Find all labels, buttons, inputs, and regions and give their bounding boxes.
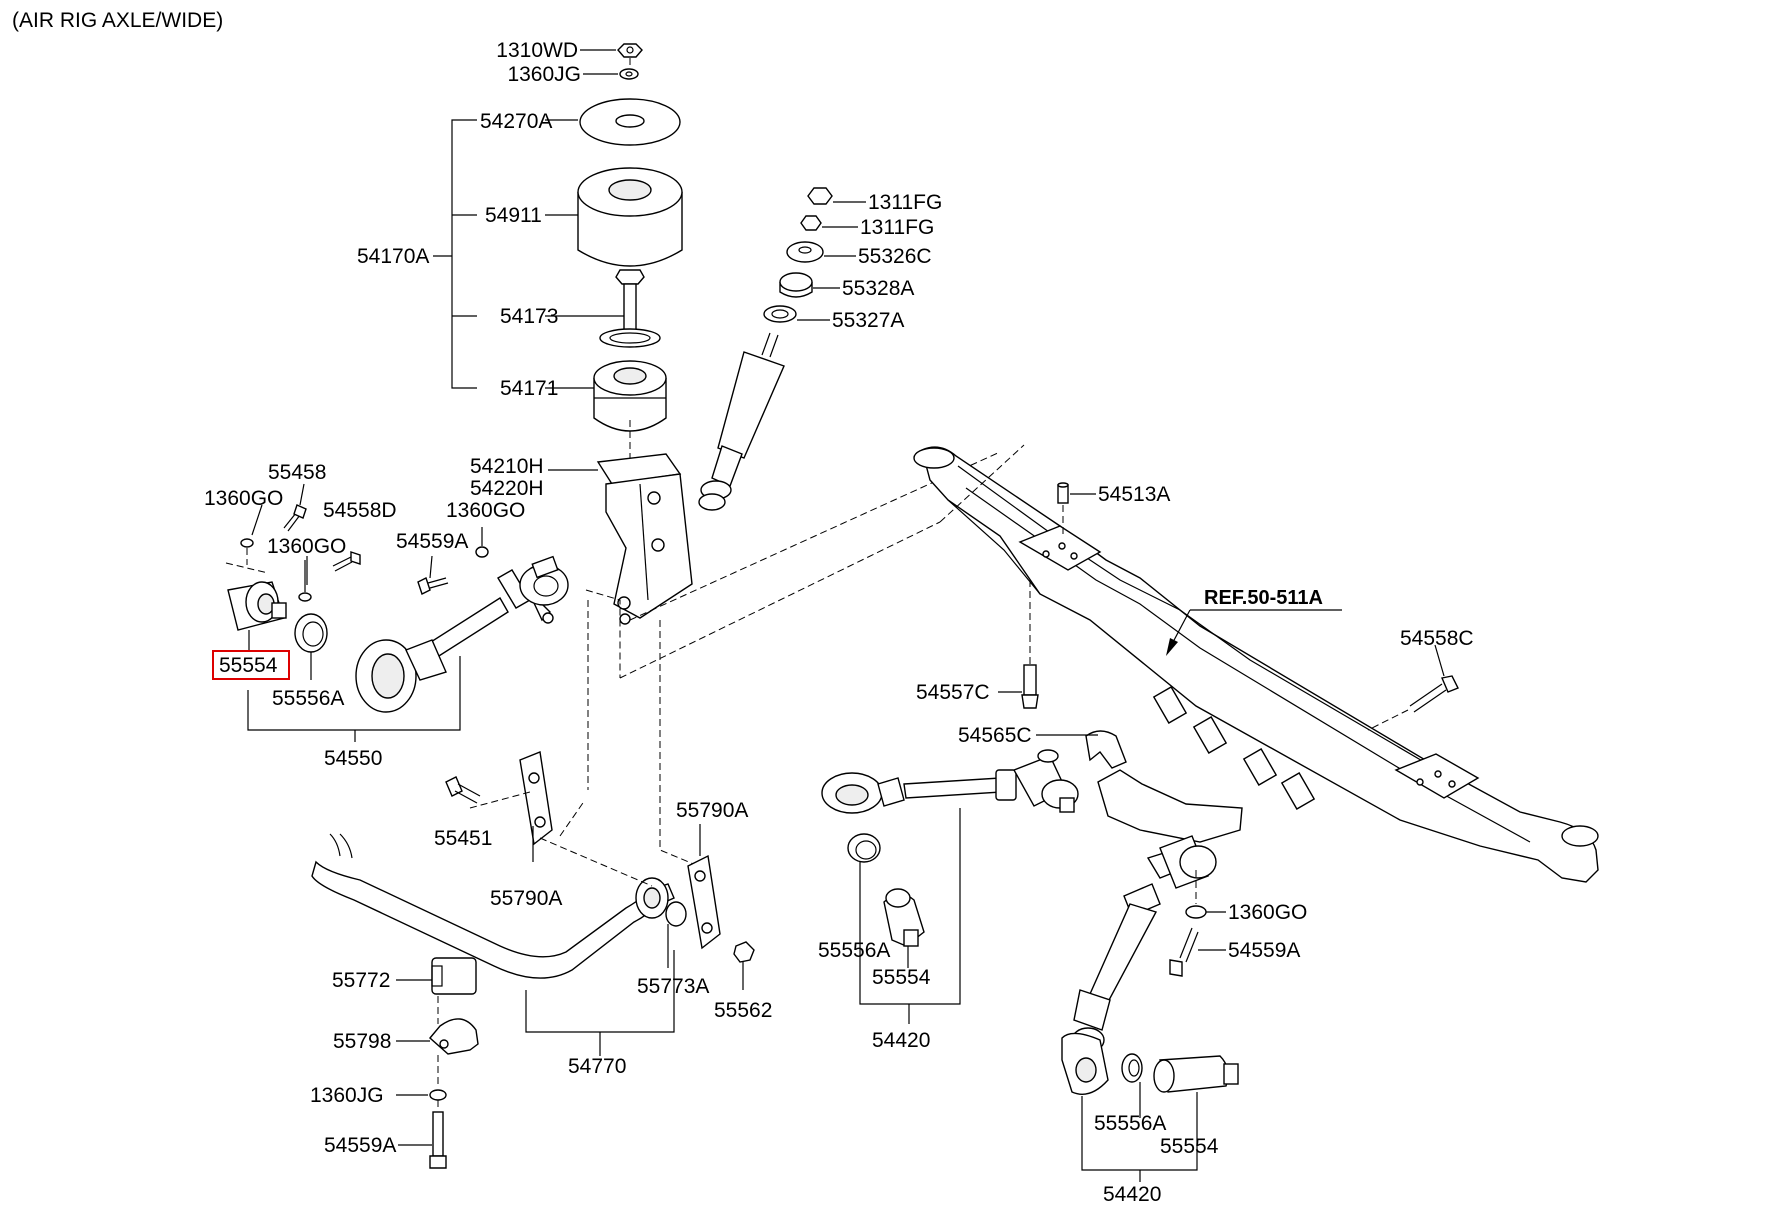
label-55554-mid: 55554: [872, 966, 931, 989]
nut-1311fg-b[interactable]: [800, 215, 822, 231]
bushing-55328a[interactable]: [779, 272, 813, 298]
bolt-54173[interactable]: [599, 269, 661, 348]
bolt-54557c[interactable]: [1021, 664, 1039, 709]
label-55556a-mid: 55556A: [818, 939, 890, 962]
label-1360go-d: 1360GO: [1228, 901, 1307, 924]
shock-absorber[interactable]: [698, 332, 785, 511]
label-54550: 54550: [324, 747, 382, 770]
label-54420-b: 54420: [1103, 1183, 1161, 1206]
label-54770: 54770: [568, 1055, 626, 1078]
bushing-55773a[interactable]: [665, 901, 687, 927]
label-54170a: 54170A: [357, 245, 429, 268]
label-1311fg-a: 1311FG: [868, 191, 942, 214]
label-55326c: 55326C: [858, 245, 932, 268]
label-55451: 55451: [434, 827, 492, 850]
label-54557c: 54557C: [916, 681, 990, 704]
bolt-54559a-a[interactable]: [417, 577, 449, 595]
label-55327a: 55327A: [832, 309, 904, 332]
label-55556a-right: 55556A: [1094, 1112, 1166, 1135]
axle-beam: [913, 446, 1599, 883]
nut-55562[interactable]: [733, 941, 755, 963]
bolt-54558c[interactable]: [1409, 675, 1459, 713]
label-1360jg-bottom: 1360JG: [310, 1084, 384, 1107]
bushing-55772[interactable]: [431, 957, 477, 995]
label-1310wd: 1310WD: [496, 39, 578, 62]
bracket-54565c[interactable]: [1085, 730, 1243, 843]
label-54171: 54171: [500, 377, 558, 400]
label-55562: 55562: [714, 999, 772, 1022]
label-1360jg-top: 1360JG: [507, 63, 581, 86]
label-54558c: 54558C: [1400, 627, 1474, 650]
link-plate-55790a-a[interactable]: [519, 751, 553, 846]
seal-55556a-right[interactable]: [1121, 1053, 1143, 1083]
label-55554-left: 55554: [219, 654, 278, 677]
label-54220h: 54220H: [470, 477, 544, 500]
nut-1311fg-a[interactable]: [807, 187, 833, 205]
highlight-box-55554[interactable]: [212, 650, 290, 680]
nut-1310wd[interactable]: [617, 43, 643, 58]
bushing-55554-left[interactable]: [227, 581, 287, 631]
label-54559a-a: 54559A: [396, 530, 468, 553]
label-55554-right: 55554: [1160, 1135, 1219, 1158]
link-plate-55790a-b[interactable]: [687, 854, 721, 950]
control-rod-54550[interactable]: [355, 555, 569, 713]
label-1360go-c: 1360GO: [446, 499, 525, 522]
sway-bar-54770[interactable]: [311, 833, 675, 979]
bolt-54559a-c[interactable]: [429, 1111, 447, 1169]
seal-55556a-left[interactable]: [294, 613, 328, 653]
washer-1360go-d[interactable]: [1185, 905, 1207, 919]
washer-1360go-a[interactable]: [240, 538, 254, 548]
label-54513a: 54513A: [1098, 483, 1170, 506]
bolt-55458[interactable]: [283, 504, 307, 532]
bushing-54911[interactable]: [577, 167, 683, 267]
label-54559a-c: 54559A: [324, 1134, 396, 1157]
washer-1360go-c[interactable]: [475, 546, 489, 558]
ref-arrow: [1166, 609, 1191, 656]
washer-plate-54270a[interactable]: [579, 98, 681, 146]
label-1360go-b: 1360GO: [267, 535, 346, 558]
washer-1360jg-top[interactable]: [619, 68, 639, 80]
washer-55326c[interactable]: [786, 241, 824, 263]
label-55790a-a: 55790A: [490, 887, 562, 910]
label-55790a-b: 55790A: [676, 799, 748, 822]
label-55556a-left: 55556A: [272, 687, 344, 710]
washer-1360jg-bottom[interactable]: [429, 1089, 447, 1101]
label-55773a: 55773A: [637, 975, 709, 998]
pin-54513a[interactable]: [1057, 482, 1069, 504]
washer-55327a[interactable]: [763, 305, 797, 323]
label-55328a: 55328A: [842, 277, 914, 300]
bolt-54558d[interactable]: [332, 551, 361, 572]
label-54173: 54173: [500, 305, 558, 328]
label-54565c: 54565C: [958, 724, 1032, 747]
diagram-title: (AIR RIG AXLE/WIDE): [12, 9, 223, 32]
control-arm-54420-b[interactable]: [1061, 835, 1217, 1095]
label-54210h: 54210H: [470, 455, 544, 478]
label-54559a-b: 54559A: [1228, 939, 1300, 962]
bolt-54559a-b[interactable]: [1169, 927, 1199, 977]
label-54558d: 54558D: [323, 499, 397, 522]
label-1311fg-b: 1311FG: [860, 216, 934, 239]
label-54911: 54911: [485, 204, 542, 227]
bushing-55554-mid[interactable]: [883, 888, 925, 947]
clamp-55798[interactable]: [429, 1018, 479, 1055]
control-arm-54420-a[interactable]: [821, 749, 1079, 814]
bracket-54210h[interactable]: [596, 453, 693, 625]
washer-1360go-b[interactable]: [298, 592, 312, 602]
label-55772: 55772: [332, 969, 390, 992]
label-55798: 55798: [333, 1030, 391, 1053]
label-54270a: 54270A: [480, 110, 552, 133]
label-55458: 55458: [268, 461, 326, 484]
bushing-55554-right[interactable]: [1153, 1055, 1239, 1093]
seal-55556a-mid[interactable]: [847, 833, 881, 863]
label-ref-50-511a: REF.50-511A: [1204, 587, 1323, 609]
label-1360go-a: 1360GO: [204, 487, 283, 510]
bolt-55451[interactable]: [445, 776, 481, 804]
bushing-54171[interactable]: [593, 360, 667, 432]
label-54420-a: 54420: [872, 1029, 930, 1052]
